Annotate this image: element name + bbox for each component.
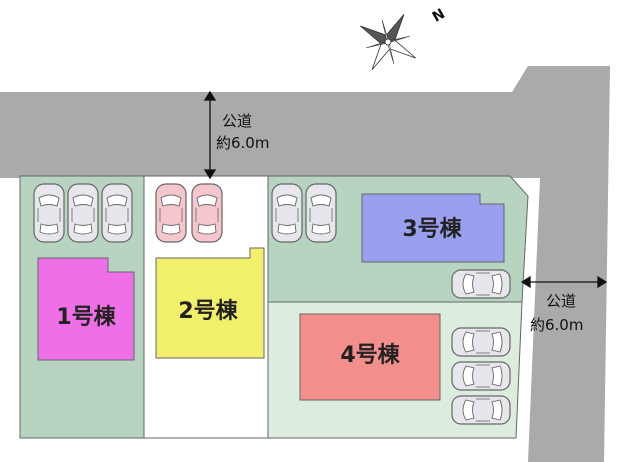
building-2	[155, 247, 265, 359]
road-top-label-1: 公道	[222, 112, 252, 130]
road-right-label-1: 公道	[546, 292, 576, 310]
car-lot4-a	[451, 327, 511, 357]
road-width-arrow-top	[203, 90, 217, 180]
car-lot2-b	[191, 183, 223, 243]
compass-rose-icon	[360, 14, 416, 70]
building-1	[37, 257, 135, 361]
car-lot2-a	[155, 183, 187, 243]
road-top-label-2: 約6.0m	[216, 134, 269, 152]
building-3-label: 3号棟	[402, 216, 462, 242]
building-4-label: 4号棟	[340, 342, 400, 368]
car-lot1-a	[33, 183, 65, 243]
car-lot3-c	[451, 269, 511, 299]
building-1-label: 1号棟	[56, 304, 116, 330]
car-lot1-b	[67, 183, 99, 243]
compass-north-label: N	[430, 6, 448, 26]
building-3	[361, 193, 505, 263]
car-lot1-c	[101, 183, 133, 243]
road-width-arrow-right	[520, 275, 608, 289]
road-right-label-2: 約6.0m	[530, 316, 583, 334]
building-4	[299, 313, 441, 401]
building-2-label: 2号棟	[178, 298, 238, 324]
road-top	[0, 66, 610, 462]
car-lot4-b	[451, 361, 511, 391]
car-lot3-b	[305, 183, 337, 243]
car-lot4-c	[451, 395, 511, 425]
car-lot3-a	[271, 183, 303, 243]
